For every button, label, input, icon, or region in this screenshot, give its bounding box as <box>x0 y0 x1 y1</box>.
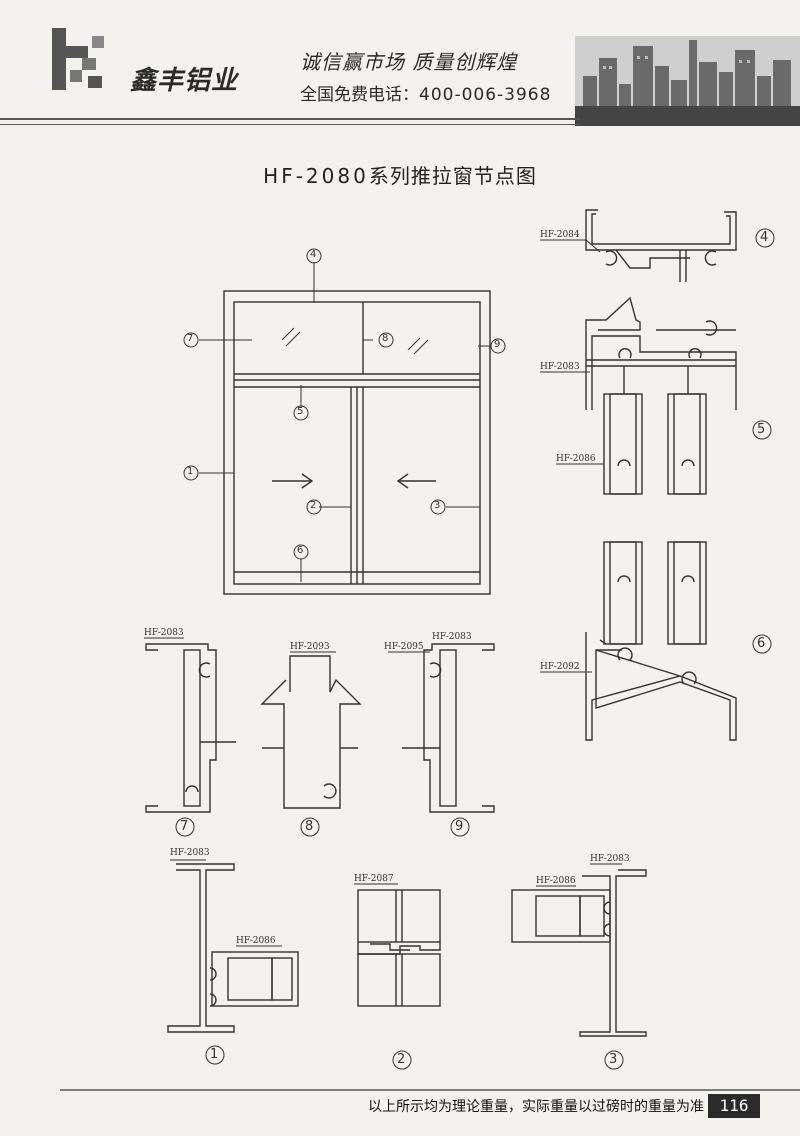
callout-label: 6 <box>297 545 304 556</box>
callout-circles <box>175 228 775 1070</box>
profile-label: HF-2083 <box>540 362 580 372</box>
callout-label: 1 <box>187 466 194 477</box>
section-1-profiles <box>167 859 299 1033</box>
profile-label: HF-2086 <box>536 876 576 886</box>
page-header: 鑫丰铝业 诚信赢市场 质量创辉煌 全国免费电话：400-006-3968 <box>0 0 800 128</box>
callout-label: 1 <box>210 1047 219 1062</box>
footer-note: 以上所示均为理论重量，实际重量以过磅时的重量为准 <box>368 1099 704 1115</box>
profile-label: HF-2087 <box>354 874 394 884</box>
profile-label: HF-2095 <box>384 642 424 652</box>
section-4-5-profiles <box>540 209 737 495</box>
section-9-profiles <box>388 643 495 813</box>
section-3-profiles <box>511 863 647 1037</box>
profile-label: HF-2093 <box>290 642 330 652</box>
section-7-profiles <box>144 637 236 813</box>
page-number: 116 <box>708 1094 760 1118</box>
callout-label: 6 <box>757 636 766 651</box>
profile-label: HF-2086 <box>556 454 596 464</box>
callout-label: 3 <box>609 1052 618 1067</box>
phone-line: 全国免费电话：400-006-3968 <box>300 80 551 105</box>
phone-number: 400-006-3968 <box>419 85 552 105</box>
profile-label: HF-2092 <box>540 662 580 672</box>
profile-label: HF-2084 <box>540 230 580 240</box>
callout-label: 9 <box>455 819 464 834</box>
profile-label: HF-2083 <box>170 848 210 858</box>
company-logo-icon <box>52 28 104 90</box>
callout-label: 4 <box>310 249 317 260</box>
window-elevation <box>199 262 491 595</box>
section-6-profiles <box>540 541 737 741</box>
callout-label: 3 <box>434 500 441 511</box>
profile-label: HF-2086 <box>236 936 276 946</box>
profile-label: HF-2083 <box>590 854 630 864</box>
callout-label: 2 <box>310 500 317 511</box>
profile-label: HF-2083 <box>144 628 184 638</box>
callout-label: 7 <box>180 819 189 834</box>
slogan: 诚信赢市场 质量创辉煌 <box>300 50 518 74</box>
callout-label: 2 <box>397 1052 406 1067</box>
callout-label: 8 <box>305 819 314 834</box>
profile-label: HF-2083 <box>432 632 472 642</box>
callout-label: 4 <box>760 230 769 245</box>
callout-label: 9 <box>494 339 501 350</box>
header-rule <box>0 118 580 120</box>
city-skyline-image <box>575 36 800 126</box>
section-8-profiles <box>260 651 362 809</box>
callout-label: 5 <box>757 422 766 437</box>
brand-name: 鑫丰铝业 <box>130 66 239 96</box>
header-rule-thin <box>0 124 580 125</box>
callout-label: 7 <box>187 333 194 344</box>
callout-label: 5 <box>297 406 304 417</box>
page-title: HF-2080系列推拉窗节点图 <box>263 164 537 188</box>
callout-label: 8 <box>382 333 389 344</box>
phone-label: 全国免费电话： <box>300 85 419 105</box>
section-2-profiles <box>354 883 441 1007</box>
